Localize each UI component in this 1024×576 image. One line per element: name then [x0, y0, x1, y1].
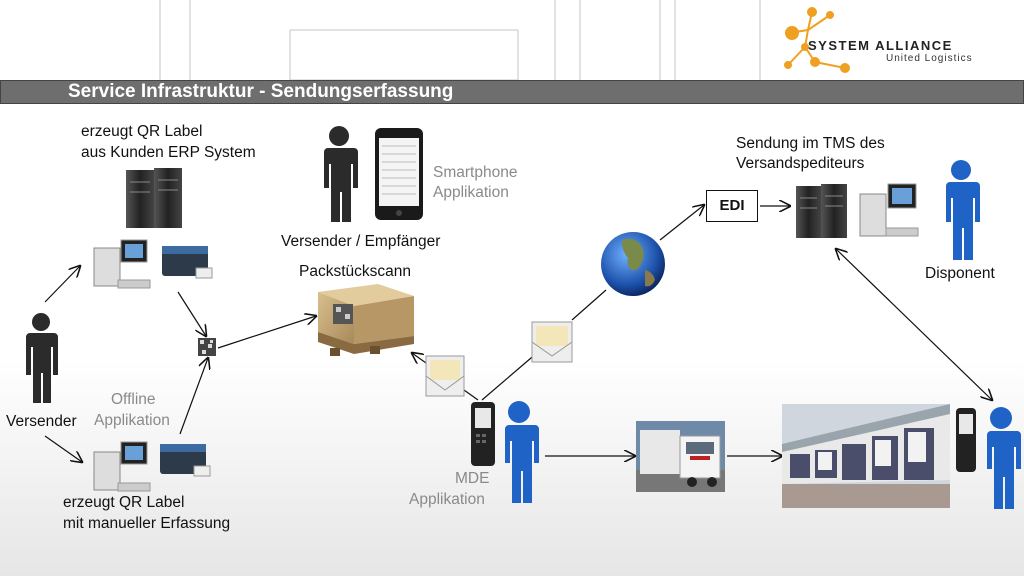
- mde-person-icon: [503, 401, 539, 503]
- globe-icon: [601, 232, 665, 296]
- mde-label-line2: Applikation: [409, 491, 485, 508]
- erp-server-icon: [126, 168, 182, 228]
- hub-mde-scanner-icon: [956, 408, 976, 472]
- arrow-tms-to-hub: [836, 249, 992, 400]
- smartphone-icon: [375, 128, 423, 220]
- title-bar: Service Infrastruktur - Sendungserfassun…: [0, 80, 1024, 104]
- arrow-manual-to-qr: [179, 358, 208, 435]
- arrow-sender-to-manual: [44, 435, 82, 462]
- tms-label-line1: Sendung im TMS des: [736, 135, 885, 152]
- sender-receiver-label: Versender / Empfänger: [281, 233, 441, 250]
- dispatcher-label: Disponent: [925, 265, 995, 282]
- sender-receiver-person-icon: [324, 126, 358, 222]
- logo-tagline: United Logistics: [886, 53, 973, 64]
- logo-name: SYSTEM ALLIANCE: [808, 38, 953, 53]
- smartphone-label-line1: Smartphone: [433, 164, 518, 181]
- dispatcher-person-icon: [946, 160, 980, 260]
- line-mde-to-envelope: [481, 351, 539, 401]
- sender-person-icon: [26, 313, 58, 403]
- tms-pc-icon: [859, 183, 919, 237]
- offline-label-line1: Offline: [111, 391, 156, 408]
- page-title: Service Infrastruktur - Sendungserfassun…: [68, 81, 454, 102]
- offline-label-line2: Applikation: [94, 412, 170, 429]
- manual-label-line1: erzeugt QR Label: [63, 494, 185, 511]
- tms-server-icon: [796, 184, 847, 238]
- mde-label-line1: MDE: [455, 470, 490, 487]
- mde-scanner-icon: [471, 402, 495, 466]
- arrow-sender-to-erp: [44, 266, 80, 303]
- arrow-globe-to-edi: [659, 205, 704, 241]
- hub-person-icon: [985, 407, 1021, 509]
- hub-image-icon: [782, 404, 950, 508]
- qr-code-icon: [198, 338, 216, 356]
- smartphone-label-line2: Applikation: [433, 184, 509, 201]
- manual-label-line2: mit manueller Erfassung: [63, 515, 231, 532]
- package-box-icon: [318, 284, 414, 356]
- printer-icon-top: [162, 246, 213, 279]
- envelope-icon-right: [531, 321, 573, 363]
- arrow-printer-to-qr: [177, 291, 206, 336]
- printer-icon-bottom: [160, 444, 211, 477]
- edi-box: EDI: [706, 190, 758, 222]
- pc-icon-bottom: [93, 441, 151, 492]
- line-envelope-to-globe: [571, 289, 607, 321]
- sender-label: Versender: [6, 413, 77, 430]
- erp-label-line2: aus Kunden ERP System: [81, 144, 256, 161]
- truck-image-icon: [636, 421, 725, 492]
- package-scan-label: Packstückscann: [299, 263, 411, 280]
- envelope-icon-left: [425, 355, 465, 397]
- arrow-qr-to-package: [217, 316, 316, 349]
- pc-icon-top: [93, 239, 151, 289]
- erp-label-line1: erzeugt QR Label: [81, 123, 203, 140]
- tms-label-line2: Versandspediteurs: [736, 155, 865, 172]
